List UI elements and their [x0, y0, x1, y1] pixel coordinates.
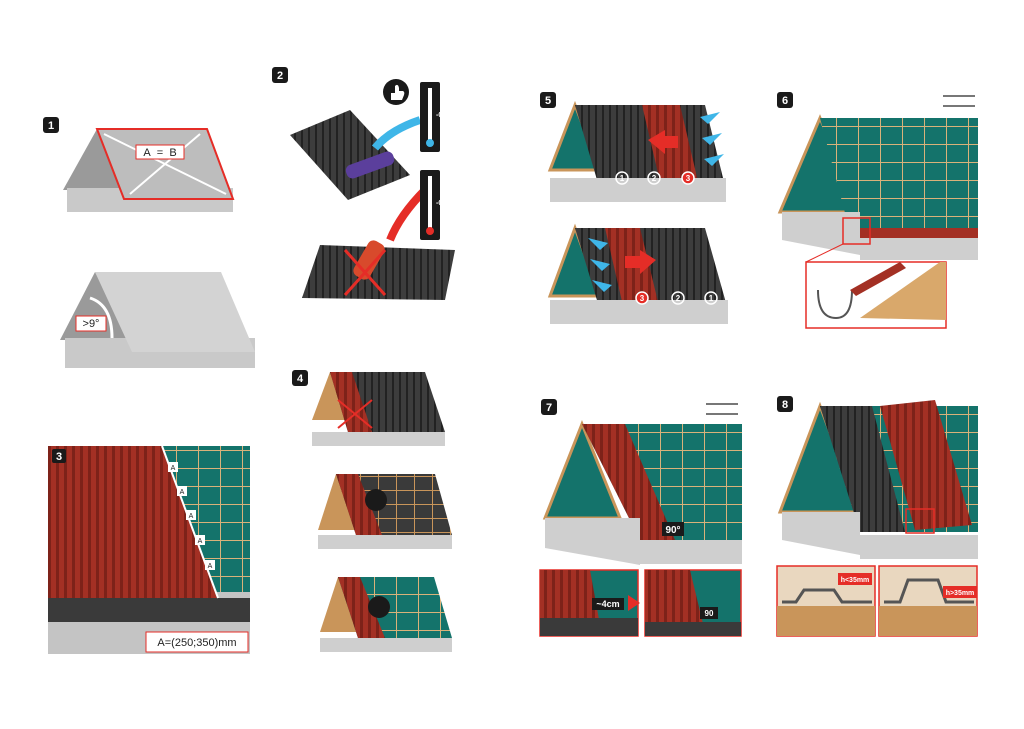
- spacing-mark: A: [171, 465, 176, 472]
- gutter-icon: [817, 289, 853, 320]
- spacing-mark: A: [198, 538, 203, 545]
- slope-arrow-icon: [89, 296, 114, 339]
- step-number: 7: [546, 402, 552, 414]
- roof-plane: [95, 272, 255, 352]
- label-b: B: [169, 147, 176, 159]
- step-8: 8 h<35mm h>35mm: [776, 396, 978, 637]
- spacing-mark: A: [189, 513, 194, 520]
- height-label-right: h>35mm: [946, 590, 975, 597]
- step-number: 2: [277, 70, 283, 82]
- arrow-icon: [625, 250, 656, 274]
- hot-arrow-icon: [386, 187, 428, 242]
- slope-angle: >9°: [83, 318, 100, 330]
- step-1: 1 A = B >9°: [43, 117, 255, 368]
- gable-wall: [63, 129, 124, 190]
- step-6: 6: [777, 92, 978, 329]
- spacing-marks: A A A A A: [168, 462, 215, 570]
- thumbs-up-icon: [368, 596, 390, 618]
- step-number: 3: [56, 451, 62, 463]
- step-2: 2 -0° -0°: [272, 67, 455, 300]
- spacing-mark: A: [180, 489, 185, 496]
- height-label-left: h<35mm: [841, 577, 870, 584]
- sheet-order: 2: [676, 294, 681, 303]
- temp-label: -0°: [436, 199, 445, 207]
- overhang-label: ~4cm: [596, 599, 619, 609]
- sheet-bottom: [302, 245, 455, 300]
- cold-arrow-icon: [371, 116, 422, 151]
- sheet-order: 1: [620, 174, 625, 183]
- temp-label: -0°: [436, 111, 445, 119]
- step-number: 8: [782, 399, 788, 411]
- step-number: 5: [545, 95, 551, 107]
- roof-sheet: [880, 400, 972, 530]
- spacing-label: A=(250;350)mm: [157, 637, 236, 649]
- step-number: 1: [48, 120, 54, 132]
- thumbs-up-icon: [365, 489, 387, 511]
- angle-detail-label: 90: [705, 609, 714, 618]
- wind-arrow-icon: [588, 238, 612, 292]
- step-5: 5 1 2 3 3 2 1: [540, 92, 728, 324]
- sheet-order: 3: [640, 294, 645, 303]
- sheet-order: 2: [652, 174, 657, 183]
- step-number: 6: [782, 95, 788, 107]
- label-eq: =: [157, 147, 163, 159]
- sheet-top: [290, 110, 410, 200]
- step-number: 4: [297, 373, 304, 385]
- angle-label: 90°: [665, 525, 680, 536]
- step-badge: [43, 117, 59, 133]
- nail-icon: [943, 95, 975, 107]
- spacing-mark: A: [208, 563, 213, 570]
- step-3: A A A A A 3 A=(250;350)mm: [48, 445, 250, 654]
- step-7: 7 90° ~4cm 90: [539, 399, 742, 637]
- step-4: 4: [292, 370, 452, 652]
- wind-arrow-icon: [700, 112, 724, 166]
- label-a: A: [143, 147, 151, 159]
- drill-icon: [345, 151, 395, 179]
- sheet-order: 3: [686, 174, 691, 183]
- sheet-order: 1: [709, 294, 714, 303]
- arrow-icon: [648, 130, 678, 154]
- nail-icon: [706, 403, 738, 415]
- roof-sheet: [330, 372, 372, 432]
